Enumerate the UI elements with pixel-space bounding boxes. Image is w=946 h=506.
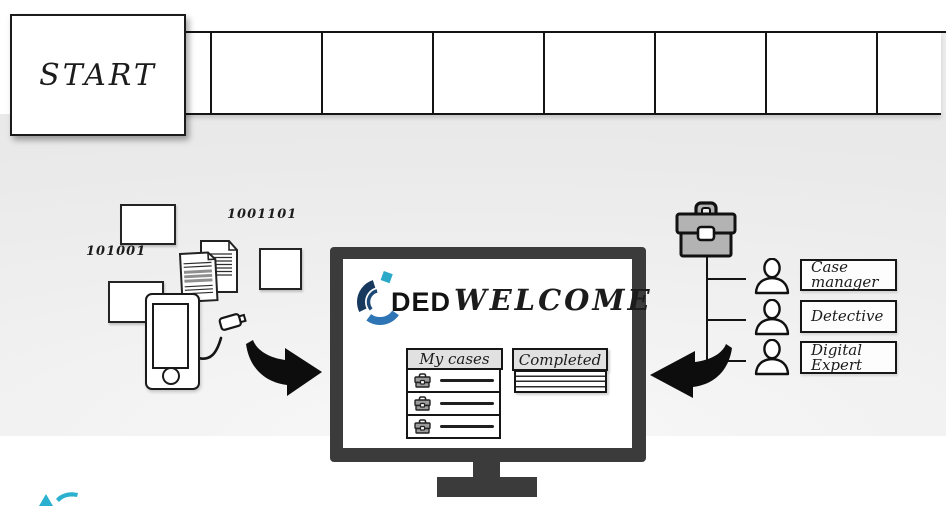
- smartphone-icon: [145, 293, 200, 390]
- arrow-right-icon: [246, 340, 322, 396]
- case-row: [406, 391, 501, 416]
- filmstrip-divider: [654, 33, 656, 113]
- org-chart-branch: [706, 278, 746, 280]
- briefcase-icon: [675, 201, 737, 258]
- ded-logo-icon: [357, 271, 403, 325]
- welcome-headline: WELCOME: [454, 283, 653, 317]
- case-row: [406, 368, 501, 393]
- start-box: START: [10, 14, 186, 136]
- role-label-case-manager: Case manager: [800, 259, 897, 291]
- filmstrip-divider: [765, 33, 767, 113]
- briefcase-mini-icon: [414, 373, 431, 388]
- role-label-detective: Detective: [800, 300, 897, 333]
- filmstrip-divider: [321, 33, 323, 113]
- filmstrip-divider: [432, 33, 434, 113]
- tab-completed: Completed: [512, 348, 608, 371]
- brand-text: DED: [391, 287, 452, 317]
- binary-text: 1001101: [227, 207, 298, 222]
- case-line: [440, 425, 494, 428]
- org-chart-line: [706, 257, 708, 362]
- filmstrip: [180, 33, 941, 115]
- binary-text: 101001: [86, 244, 147, 259]
- videoscribe-watermark-icon: [39, 492, 78, 506]
- case-line: [440, 402, 494, 405]
- case-list: [406, 368, 501, 439]
- tab-my-cases: My cases: [406, 348, 503, 370]
- role-label-digital-expert: Digital Expert: [800, 341, 897, 374]
- briefcase-mini-icon: [414, 419, 431, 434]
- photo-card: [120, 204, 176, 245]
- org-chart-branch: [706, 319, 746, 321]
- monitor-neck: [473, 461, 500, 479]
- person-icon: [754, 258, 790, 295]
- filmstrip-top-line: [180, 31, 946, 33]
- filmstrip-divider: [876, 33, 878, 113]
- documents-icon: [178, 240, 238, 303]
- case-line: [440, 379, 494, 382]
- monitor-screen: DED WELCOME My cases: [343, 259, 650, 448]
- smartphone-screen: [152, 303, 189, 369]
- briefcase-mini-icon: [414, 396, 431, 411]
- start-label: START: [39, 57, 157, 93]
- canvas-edge: [941, 33, 946, 114]
- monitor: DED WELCOME My cases: [330, 247, 650, 462]
- smartphone-home-button: [162, 367, 180, 385]
- person-icon: [754, 339, 790, 376]
- filmstrip-divider: [543, 33, 545, 113]
- arrow-left-icon: [650, 344, 732, 398]
- completed-list: [514, 370, 607, 393]
- case-row: [406, 414, 501, 439]
- photo-card: [259, 248, 302, 290]
- person-icon: [754, 299, 790, 336]
- monitor-base: [437, 477, 537, 497]
- filmstrip-divider: [210, 33, 212, 113]
